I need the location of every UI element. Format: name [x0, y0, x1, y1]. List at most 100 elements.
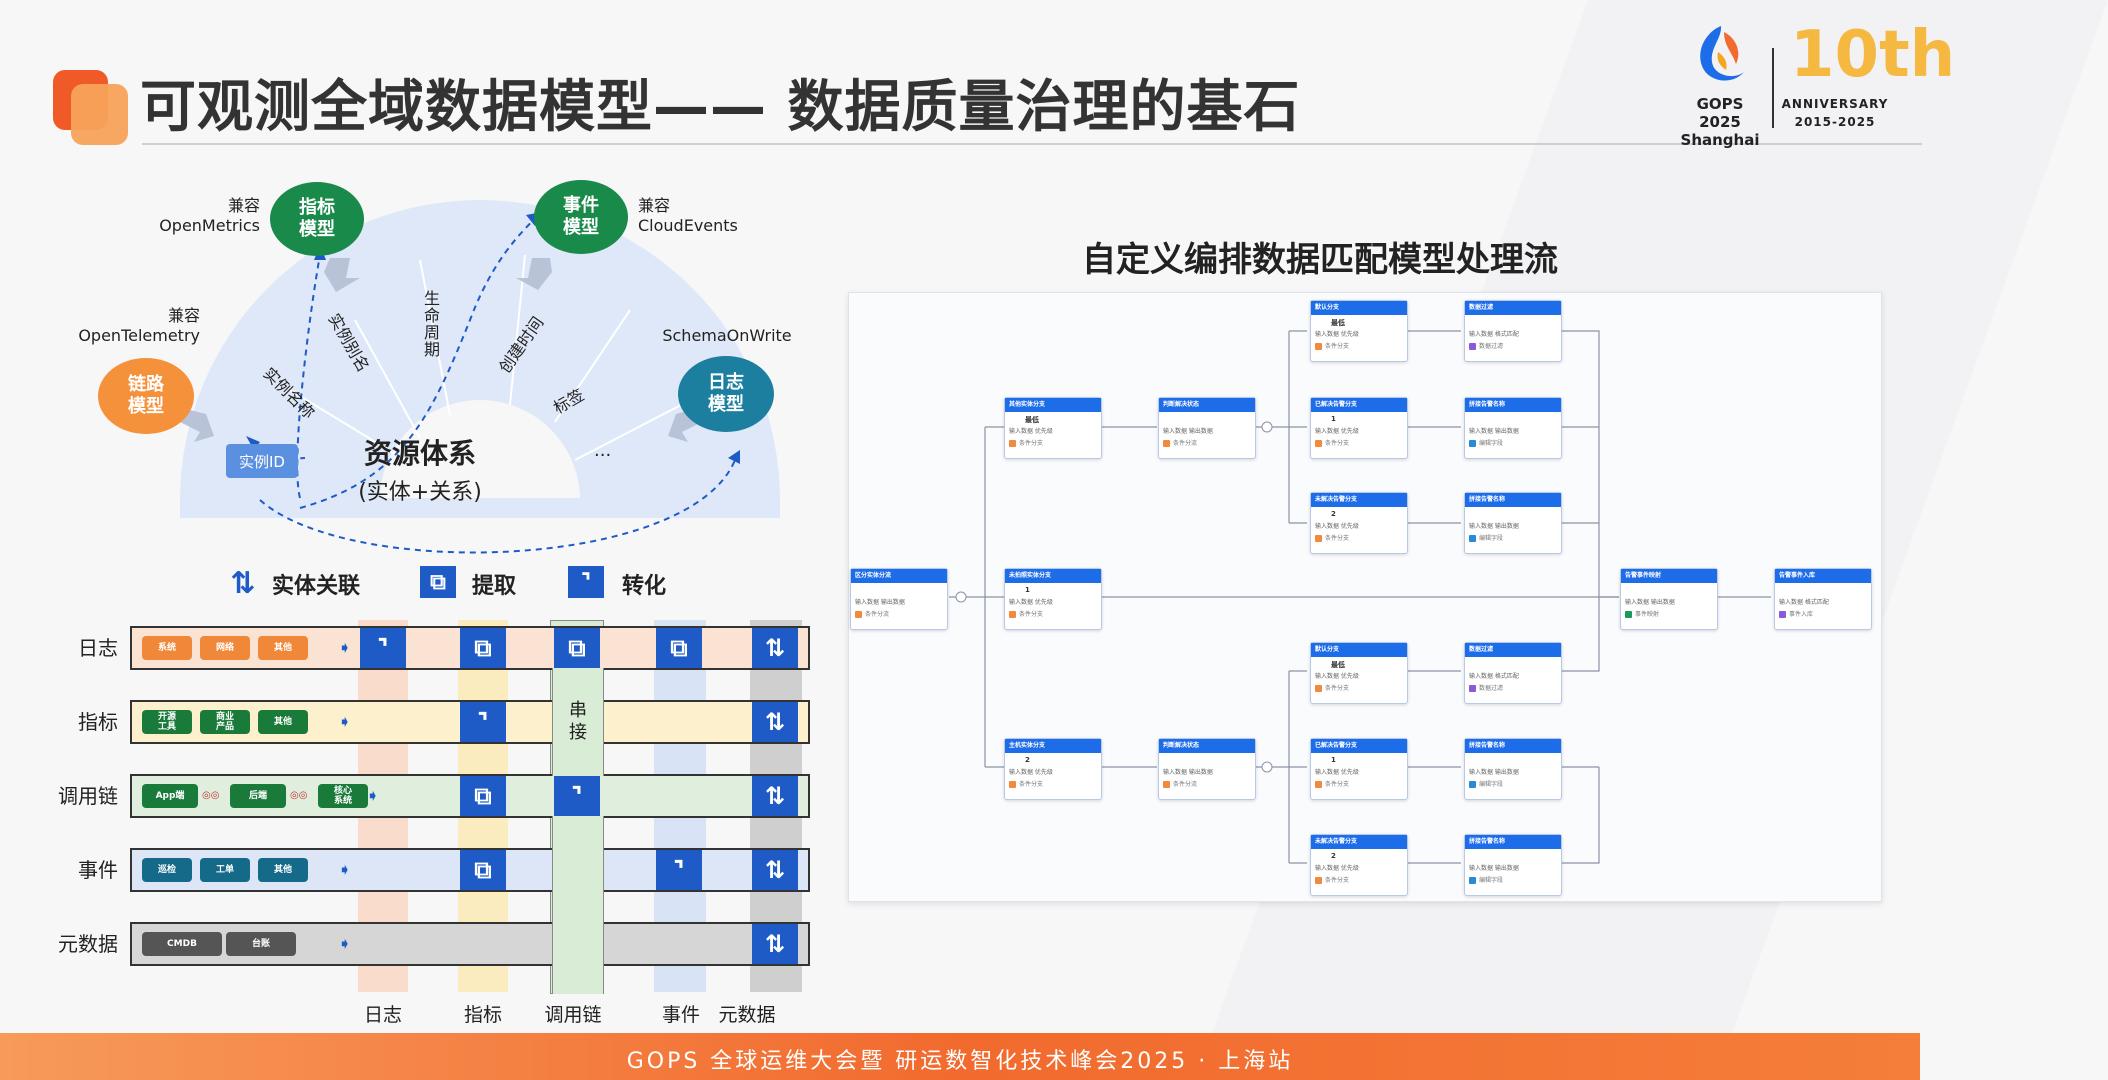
node-type: 编辑字段 — [1479, 781, 1504, 788]
trace-compat-label: 兼容 OpenTelemetry — [78, 306, 200, 345]
node-type: 条件分支 — [1019, 781, 1044, 788]
node-type-icon — [1315, 685, 1322, 692]
wf-node-entity-split[interactable]: 区分实体分流 输入数据 输出数据 条件分流 — [850, 568, 948, 630]
node-title: 其他实体分支 — [1005, 398, 1101, 412]
node-type: 条件分支 — [1325, 535, 1350, 542]
node-title: 已解决告警分支 — [1311, 398, 1407, 412]
node-fields: 输入数据 优先级 — [1315, 331, 1359, 338]
node-title: 判断解决状态 — [1159, 398, 1255, 412]
node-type-icon — [1315, 535, 1322, 542]
node-title: 判断解决状态 — [1159, 739, 1255, 753]
chip-log-system: 系统 — [142, 636, 192, 660]
node-title: 告警事件入库 — [1775, 569, 1871, 583]
node-title: 拼接告警名称 — [1465, 493, 1561, 507]
relate-legend-icon: ⇅ — [230, 565, 256, 601]
wf-node-default-branch[interactable]: 默认分支 最低 输入数据 优先级 条件分支 — [1310, 642, 1408, 704]
node-type: 事件入库 — [1789, 611, 1814, 618]
wf-node-judge-status[interactable]: 判断解决状态 输入数据 输出数据 条件分流 — [1158, 397, 1256, 459]
log-compat-label: SchemaOnWrite — [662, 326, 792, 345]
wf-node-unresolved-branch[interactable]: 未解决告警分支 2 输入数据 优先级 条件分支 — [1310, 492, 1408, 554]
chip-metric-other: 其他 — [258, 710, 308, 734]
node-type: 条件分流 — [1173, 440, 1198, 447]
node-type-icon — [1469, 440, 1476, 447]
node-value: 2 — [1331, 510, 1336, 518]
node-type: 条件分支 — [1325, 440, 1350, 447]
chip-log-other: 其他 — [258, 636, 308, 660]
event-model-bubble: 事件 模型 — [534, 180, 628, 254]
node-value: 2 — [1331, 852, 1336, 860]
workflow-connectors — [949, 330, 1771, 864]
serial-column-lower — [552, 816, 604, 994]
node-type: 数据过滤 — [1479, 343, 1504, 350]
row-arrow-icon: ➧ — [338, 638, 352, 657]
node-fields: 输入数据 优先级 — [1315, 673, 1359, 680]
wf-node-concat-name[interactable]: 拼接告警名称 输入数据 输出数据 编辑字段 — [1464, 738, 1562, 800]
node-type: 事件映射 — [1635, 611, 1660, 618]
node-type: 条件分支 — [1325, 343, 1350, 350]
wf-node-other-entity[interactable]: 其他实体分支 最低 输入数据 优先级 条件分支 — [1004, 397, 1102, 459]
logo-divider — [1772, 48, 1774, 128]
node-type-icon — [1469, 685, 1476, 692]
wf-node-default-branch[interactable]: 默认分支 最低 输入数据 优先级 条件分支 — [1310, 300, 1408, 362]
node-type-icon — [1469, 781, 1476, 788]
relate-icon: ⇅ — [752, 776, 798, 816]
node-title: 主机实体分支 — [1005, 739, 1101, 753]
wf-node-unresolved-branch[interactable]: 未解决告警分支 2 输入数据 优先级 条件分支 — [1310, 834, 1408, 896]
node-value — [1621, 583, 1717, 596]
convert-legend-icon: ⌝ — [568, 566, 604, 598]
row-label-metric: 指标 — [78, 710, 118, 734]
node-fields: 输入数据 输出数据 — [855, 599, 905, 606]
col-label-meta: 元数据 — [718, 1004, 776, 1026]
metric-model-bubble: 指标 模型 — [270, 182, 364, 256]
node-type-icon — [1009, 611, 1016, 618]
node-fields: 输入数据 输出数据 — [1163, 769, 1213, 776]
wf-node-resolved-branch[interactable]: 已解决告警分支 1 输入数据 优先级 条件分支 — [1310, 738, 1408, 800]
node-value: 最低 — [1025, 416, 1039, 424]
node-value — [851, 583, 947, 596]
node-title: 默认分支 — [1311, 643, 1407, 657]
node-type: 条件分流 — [1173, 781, 1198, 788]
chip-meta-ledger: 台账 — [226, 932, 296, 956]
extract-icon: ⧉ — [460, 850, 506, 890]
wf-node-judge-status[interactable]: 判断解决状态 输入数据 输出数据 条件分流 — [1158, 738, 1256, 800]
relate-icon: ⇅ — [752, 924, 798, 964]
wf-node-event-storage[interactable]: 告警事件入库 输入数据 格式匹配 事件入库 — [1774, 568, 1872, 630]
wf-node-host-entity[interactable]: 主机实体分支 2 输入数据 优先级 条件分支 — [1004, 738, 1102, 800]
convert-icon: ⌝ — [360, 628, 406, 668]
wf-node-resolved-branch[interactable]: 已解决告警分支 1 输入数据 优先级 条件分支 — [1310, 397, 1408, 459]
wf-node-unmapped-entity[interactable]: 未拍照实体分支 1 输入数据 优先级 条件分支 — [1004, 568, 1102, 630]
node-fields: 输入数据 输出数据 — [1469, 769, 1519, 776]
anniversary-10-mark: 10th — [1790, 18, 1956, 92]
segment-more: ... — [594, 440, 612, 461]
node-title: 未解决告警分支 — [1311, 493, 1407, 507]
node-fields: 输入数据 格式匹配 — [1779, 599, 1829, 606]
convert-icon: ⌝ — [656, 850, 702, 890]
workflow-title: 自定义编排数据匹配模型处理流 — [1082, 240, 1558, 280]
wf-node-concat-name[interactable]: 拼接告警名称 输入数据 输出数据 编辑字段 — [1464, 397, 1562, 459]
data-fusion-matrix: 串 接 系统 网络 其他 开源 工具 商业 产品 其他 App端 ◎◎ 后端 ◎… — [130, 620, 812, 998]
node-fields: 输入数据 优先级 — [1315, 865, 1359, 872]
chip-event-ticket: 工单 — [200, 858, 250, 882]
extract-icon: ⧉ — [656, 628, 702, 668]
chip-metric-opensource: 开源 工具 — [142, 710, 192, 734]
node-value: 1 — [1025, 586, 1030, 594]
wf-node-data-filter[interactable]: 数据过滤 输入数据 格式匹配 数据过滤 — [1464, 300, 1562, 362]
wf-node-data-filter[interactable]: 数据过滤 输入数据 格式匹配 数据过滤 — [1464, 642, 1562, 704]
wf-node-event-mapping[interactable]: 告警事件映射 输入数据 输出数据 事件映射 — [1620, 568, 1718, 630]
row-arrow-icon: ➧ — [338, 934, 352, 953]
node-type-icon — [1009, 440, 1016, 447]
node-fields: 输入数据 优先级 — [1009, 769, 1053, 776]
node-title: 默认分支 — [1311, 301, 1407, 315]
node-value — [1159, 412, 1255, 425]
node-title: 拼接告警名称 — [1465, 739, 1561, 753]
footer-bar — [0, 1033, 1920, 1080]
wf-node-concat-name[interactable]: 拼接告警名称 输入数据 输出数据 编辑字段 — [1464, 834, 1562, 896]
node-value — [1465, 657, 1561, 670]
node-fields: 输入数据 优先级 — [1315, 523, 1359, 530]
relate-icon: ⇅ — [752, 702, 798, 742]
node-type-icon — [1163, 781, 1170, 788]
wf-node-concat-name[interactable]: 拼接告警名称 输入数据 输出数据 编辑字段 — [1464, 492, 1562, 554]
node-title: 已解决告警分支 — [1311, 739, 1407, 753]
node-type: 条件分支 — [1325, 781, 1350, 788]
node-type-icon — [1163, 440, 1170, 447]
